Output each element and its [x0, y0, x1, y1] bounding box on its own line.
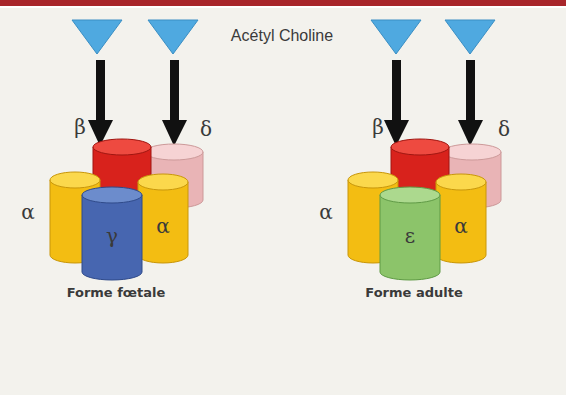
binding-arrows-part [392, 60, 401, 122]
adult-receptor-part [348, 172, 398, 188]
acetylcholine-triangles-part [371, 20, 421, 54]
form-caption: Forme fœtale [67, 286, 166, 300]
adult-receptor [348, 139, 501, 280]
subunit-name: α [454, 215, 468, 237]
fetal-receptor-part [93, 139, 151, 155]
fetal-receptor [50, 139, 203, 280]
fetal-receptor-part [82, 187, 142, 203]
adult-receptor-part [436, 174, 486, 190]
acetylcholine-triangles [72, 20, 495, 54]
adult-receptor-part [436, 182, 486, 263]
adult-receptor-part [380, 195, 440, 280]
subunit-name: α [21, 201, 35, 223]
binding-arrows-part [458, 120, 483, 146]
subunit-name: ε [405, 225, 415, 247]
adult-receptor-part [380, 187, 440, 203]
fetal-receptor-part [138, 182, 188, 263]
binding-arrows-part [466, 60, 475, 122]
subunit-name: δ [498, 118, 510, 140]
subunit-name: α [156, 215, 170, 237]
ligand-name: Acétyl Choline [231, 27, 333, 45]
form-caption: Forme adulte [365, 286, 462, 300]
subunit-name: α [319, 201, 333, 223]
acetylcholine-triangles-part [148, 20, 198, 54]
panel-ground [0, 8, 566, 395]
binding-arrows-part [96, 60, 105, 122]
adult-receptor-part [391, 139, 449, 155]
binding-arrows-part [170, 60, 179, 122]
top-bar [0, 0, 566, 6]
subunit-name: β [74, 116, 86, 138]
fetal-receptor-part [50, 172, 100, 188]
subunit-name: γ [106, 225, 118, 247]
adult-receptor-part [443, 144, 501, 160]
fetal-receptor-part [145, 144, 203, 160]
binding-arrows [88, 60, 483, 146]
binding-arrows-part [162, 120, 187, 146]
fetal-receptor-part [82, 195, 142, 280]
subunit-name: β [372, 116, 384, 138]
acetylcholine-triangles-part [72, 20, 122, 54]
subunit-name: δ [200, 118, 212, 140]
acetylcholine-triangles-part [445, 20, 495, 54]
fetal-receptor-part [138, 174, 188, 190]
